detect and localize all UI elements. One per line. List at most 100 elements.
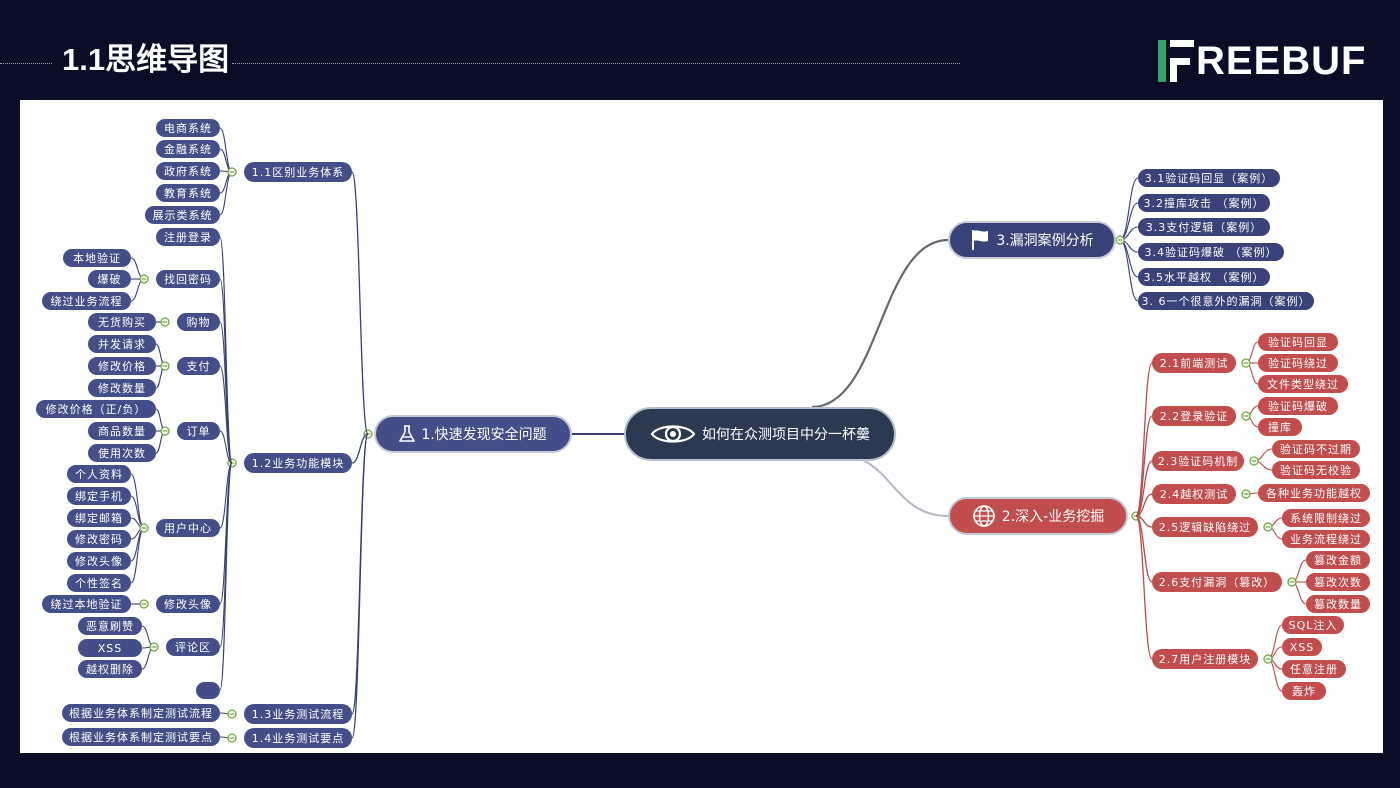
s26-item-0-label: 篡改金额	[1314, 554, 1362, 567]
branch3-item-5-label: 3. 6一个很意外的漏洞（案例）	[1141, 295, 1311, 308]
s25-node-label: 2.5逻辑缺陷绕过	[1158, 521, 1252, 534]
s21-item-0[interactable]: 验证码回显	[1258, 333, 1338, 351]
branch3-item-1[interactable]: 3.2撞库攻击 （案例）	[1138, 194, 1270, 212]
s23-item-1[interactable]: 验证码无校验	[1272, 461, 1360, 479]
branch1-node[interactable]: 1.快速发现安全问题	[374, 415, 572, 453]
s12-node[interactable]: 1.2业务功能模块	[244, 453, 352, 473]
s12-user-item-5[interactable]: 个性签名	[67, 574, 131, 592]
s12-pay-node-label: 支付	[186, 360, 211, 373]
s21-node[interactable]: 2.1前端测试	[1152, 353, 1236, 373]
s24-node-label: 2.4越权测试	[1159, 488, 1229, 501]
s12-register-node[interactable]: 注册登录	[156, 228, 220, 246]
s12-findpwd-item-0-label: 本地验证	[73, 252, 121, 265]
s11-item-4[interactable]: 展示类系统	[145, 206, 220, 224]
s21-node-label: 2.1前端测试	[1159, 357, 1229, 370]
s11-node[interactable]: 1.1区别业务体系	[244, 162, 352, 182]
s23-node[interactable]: 2.3验证码机制	[1152, 451, 1244, 471]
s12-order-item-0-label: 修改价格（正/负）	[45, 403, 147, 416]
s12-avatar-node[interactable]: 修改头像	[156, 595, 220, 613]
s12-empty-node[interactable]	[196, 682, 220, 699]
s12-order-item-0[interactable]: 修改价格（正/负）	[36, 400, 156, 418]
branch3-item-2[interactable]: 3.3支付逻辑（案例）	[1138, 218, 1270, 236]
branch3-item-4[interactable]: 3.5水平越权 （案例）	[1138, 268, 1270, 286]
s11-item-2[interactable]: 政府系统	[156, 162, 220, 180]
s11-item-3[interactable]: 教育系统	[156, 184, 220, 202]
branch2-s24-link	[1135, 493, 1153, 517]
s12-order-item-2-label: 使用次数	[98, 447, 146, 460]
s24-item-0[interactable]: 各种业务功能越权	[1258, 484, 1370, 502]
root-node[interactable]: 如何在众测项目中分一杯羹	[624, 407, 896, 461]
s12-user-item-4[interactable]: 修改头像	[67, 552, 131, 570]
s12-avatar-item-0[interactable]: 绕过本地验证	[42, 595, 131, 613]
s27-item-2[interactable]: 任意注册	[1282, 660, 1346, 678]
s13-node[interactable]: 1.3业务测试流程	[244, 704, 352, 724]
s25-item-1[interactable]: 业务流程绕过	[1282, 530, 1370, 548]
s12-user-node[interactable]: 用户中心	[156, 519, 220, 537]
s12-pay-item-2-label: 修改数量	[98, 382, 146, 395]
s12-user-item-3-label: 修改密码	[75, 533, 123, 546]
s26-item-0[interactable]: 篡改金额	[1306, 551, 1370, 569]
s11-item-0[interactable]: 电商系统	[156, 119, 220, 137]
s11-node-label: 1.1区别业务体系	[251, 166, 345, 179]
s22-item-1-label: 撞库	[1268, 421, 1292, 434]
s12-shop-node[interactable]: 购物	[177, 313, 220, 331]
s13-item-0-label: 根据业务体系制定测试流程	[69, 707, 213, 720]
s12-pay-node[interactable]: 支付	[177, 357, 220, 375]
s12-comment-item-1[interactable]: XSS	[78, 639, 142, 657]
s12-avatar-node-label: 修改头像	[164, 598, 212, 611]
s14-node[interactable]: 1.4业务测试要点	[244, 728, 352, 748]
s11-item-1[interactable]: 金融系统	[156, 140, 220, 158]
branch3-node[interactable]: 3.漏洞案例分析	[948, 221, 1116, 259]
s25-node[interactable]: 2.5逻辑缺陷绕过	[1152, 517, 1258, 537]
s26-node[interactable]: 2.6支付漏洞（篡改）	[1152, 572, 1282, 592]
branch2-s26-link	[1135, 515, 1153, 583]
s12-order-item-2[interactable]: 使用次数	[88, 444, 156, 462]
s26-node-label: 2.6支付漏洞（篡改）	[1158, 576, 1276, 589]
branch3-item-0[interactable]: 3.1验证码回显（案例）	[1138, 169, 1280, 187]
s12-user-item-1[interactable]: 绑定手机	[67, 487, 131, 505]
s12-order-link	[219, 430, 233, 464]
branch3-item-3[interactable]: 3.4验证码爆破 （案例）	[1138, 243, 1284, 261]
s23-item-0[interactable]: 验证码不过期	[1272, 440, 1360, 458]
s21-item-1[interactable]: 验证码绕过	[1258, 354, 1338, 372]
branch3-item-5[interactable]: 3. 6一个很意外的漏洞（案例）	[1138, 292, 1314, 310]
s22-item-0[interactable]: 验证码爆破	[1258, 397, 1338, 415]
s12-pay-item-0[interactable]: 并发请求	[88, 335, 156, 353]
s21-item-2[interactable]: 文件类型绕过	[1258, 375, 1348, 393]
globe-icon	[972, 504, 996, 528]
s13-item-0[interactable]: 根据业务体系制定测试流程	[62, 704, 220, 722]
s12-user-item-2[interactable]: 绑定邮箱	[67, 509, 131, 527]
s25-item-1-label: 业务流程绕过	[1290, 533, 1362, 546]
s27-item-0[interactable]: SQL注入	[1282, 616, 1344, 634]
s12-findpwd-item-2[interactable]: 绕过业务流程	[42, 292, 131, 310]
s27-item-3[interactable]: 轰炸	[1282, 682, 1326, 700]
s12-pay-item-2[interactable]: 修改数量	[88, 379, 156, 397]
s26-item-1[interactable]: 篡改次数	[1306, 573, 1370, 591]
s14-item-0[interactable]: 根据业务体系制定测试要点	[62, 728, 220, 746]
branch3-item-0-label: 3.1验证码回显（案例）	[1144, 172, 1274, 185]
s12-user-item-5-label: 个性签名	[75, 577, 123, 590]
s27-item-1[interactable]: XSS	[1282, 638, 1322, 656]
s12-order-item-1[interactable]: 商品数量	[88, 422, 156, 440]
branch2-node[interactable]: 2.深入-业务挖掘	[948, 497, 1128, 535]
s22-node[interactable]: 2.2登录验证	[1152, 406, 1236, 426]
s27-node[interactable]: 2.7用户注册模块	[1152, 649, 1258, 669]
s12-user-item-3[interactable]: 修改密码	[67, 530, 131, 548]
s12-findpwd-item-0[interactable]: 本地验证	[63, 249, 131, 267]
s12-order-node[interactable]: 订单	[177, 422, 220, 440]
s12-findpwd-item-1[interactable]: 爆破	[88, 270, 131, 288]
s12-comment-item-2[interactable]: 越权删除	[78, 660, 142, 678]
s26-item-2[interactable]: 篡改数量	[1306, 595, 1370, 613]
s12-user-item-0[interactable]: 个人资料	[67, 465, 131, 483]
s12-findpwd-node[interactable]: 找回密码	[156, 270, 220, 288]
s24-node[interactable]: 2.4越权测试	[1152, 484, 1236, 504]
s12-shop-item-0[interactable]: 无货购买	[88, 313, 156, 331]
s21-item-0-label: 验证码回显	[1268, 336, 1328, 349]
s22-item-1[interactable]: 撞库	[1258, 418, 1302, 436]
s11-link-4	[219, 171, 233, 216]
s25-item-0[interactable]: 系统限制绕过	[1282, 509, 1370, 527]
s12-comment-node[interactable]: 评论区	[166, 638, 220, 656]
brand-logo-text: REEBUF	[1196, 39, 1367, 83]
s12-comment-item-0[interactable]: 恶意刷赞	[78, 617, 142, 635]
s12-pay-item-1[interactable]: 修改价格	[88, 357, 156, 375]
